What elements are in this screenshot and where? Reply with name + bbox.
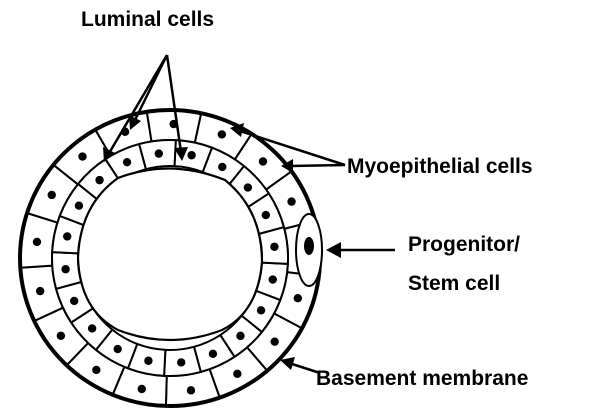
luminal-cell-nucleus <box>270 243 278 251</box>
luminal-cell-nucleus <box>177 358 185 366</box>
progenitor-arrowhead <box>326 242 341 258</box>
myoepithelial-cell-nucleus <box>57 332 65 340</box>
myoepithelial-cell-nucleus <box>233 370 241 378</box>
myoepithelial-cells-label: Myoepithelial cells <box>347 155 533 178</box>
luminal-cell-nucleus <box>61 265 69 273</box>
myoepithelial-cell-nucleus <box>259 157 267 165</box>
progenitor-label: Progenitor/ <box>408 233 520 256</box>
luminal-cell-nucleus <box>209 350 217 358</box>
luminal-cell-nucleus <box>257 306 265 314</box>
myoepithelial-cell-nucleus <box>92 366 100 374</box>
luminal-cell-nucleus <box>155 149 163 157</box>
myoepithelial-cell-nucleus <box>33 238 41 246</box>
myoepithelial-cell-nucleus <box>287 197 295 205</box>
luminal-cell-nucleus <box>144 357 152 365</box>
progenitor-stem-cell <box>296 214 322 286</box>
luminal-cell-nucleus <box>236 332 244 340</box>
luminal-cell-nucleus <box>187 151 195 159</box>
stem-cell-nucleus <box>304 237 314 255</box>
luminal-cell-nucleus <box>70 297 78 305</box>
luminal-cell-nucleus <box>95 176 103 184</box>
myoepithelial-cell-nucleus <box>218 130 226 138</box>
luminal-cell-nucleus <box>262 211 270 219</box>
myoepithelial-cell-nucleus <box>78 152 86 160</box>
lumen <box>78 168 262 340</box>
luminal-cells-label: Luminal cells <box>81 8 214 31</box>
myoepithelial-cell-nucleus <box>138 385 146 393</box>
luminal-cell-nucleus <box>88 324 96 332</box>
myoepithelial-cell-nucleus <box>36 287 44 295</box>
basement-arrow <box>280 357 320 373</box>
basement-membrane-label: Basement membrane <box>316 367 528 390</box>
myoepithelial-cell-nucleus <box>294 294 302 302</box>
luminal-cell-nucleus <box>123 158 131 166</box>
progenitor-arrow <box>326 242 395 258</box>
luminal-cell-nucleus <box>269 275 277 283</box>
luminal-cell-nucleus <box>114 345 122 353</box>
luminal-cell-nucleus <box>63 232 71 240</box>
myoepithelial-cell-nucleus <box>187 386 195 394</box>
luminal-cell-nucleus <box>75 202 83 210</box>
myoepithelial-cell-nucleus <box>48 191 56 199</box>
luminal-cell-nucleus <box>244 183 252 191</box>
myoepithelial-cell-nucleus <box>270 337 278 345</box>
luminal-cell-nucleus <box>218 163 226 171</box>
stem-cell-label: Stem cell <box>408 272 500 295</box>
myoepithelial-arrow-2 <box>290 165 345 166</box>
